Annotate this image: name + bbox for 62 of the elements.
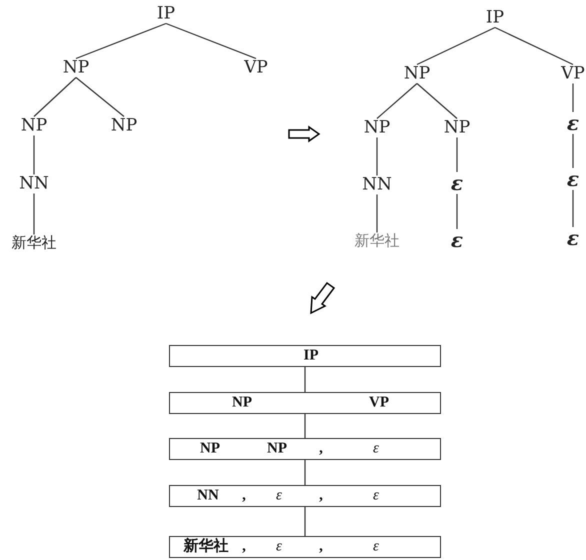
tree-line: [376, 138, 378, 176]
tree-label: IP: [156, 4, 176, 24]
tree-label: NP: [442, 118, 472, 138]
row-box: [169, 438, 441, 460]
row-text: ,: [319, 488, 323, 504]
row-text: ε: [276, 488, 282, 504]
tree-line: [572, 84, 574, 112]
tree-label: ε: [566, 168, 580, 190]
tree-label: 新华社: [354, 232, 400, 250]
row-text: VP: [369, 396, 389, 410]
tree-line: [33, 194, 35, 234]
tree-line: [494, 26, 574, 66]
row-text: NN: [197, 488, 219, 504]
tree-label: NP: [402, 64, 432, 84]
row-text: ,: [319, 540, 323, 554]
tree-line: [304, 414, 306, 438]
tree-line: [304, 507, 306, 536]
row-text: NP: [232, 396, 252, 410]
row-text: 新华社: [184, 540, 228, 554]
tree-label: ε: [566, 112, 580, 134]
tree-label: NN: [361, 176, 393, 194]
tree-line: [456, 138, 458, 172]
tree-label: VP: [560, 64, 586, 84]
tree-line: [304, 460, 306, 485]
tree-line: [416, 26, 496, 66]
row-text: NP: [200, 442, 220, 456]
row-box: [169, 485, 441, 507]
tree-line: [416, 83, 458, 119]
row-text: ,: [242, 488, 246, 504]
tree-line: [572, 134, 574, 168]
tree-label: NP: [110, 116, 138, 136]
tree-label: NP: [62, 58, 90, 78]
row-text: ,: [242, 540, 246, 554]
row-box: [169, 392, 441, 414]
tree-line: [76, 77, 124, 117]
row-text: ε: [373, 442, 379, 456]
row-text: ε: [373, 488, 379, 504]
tree-line: [376, 194, 378, 232]
row-text: NP: [267, 442, 287, 456]
tree-label: ε: [450, 172, 464, 194]
tree-label: NP: [362, 118, 392, 138]
row-text: ε: [276, 540, 282, 554]
tree-line: [34, 77, 76, 117]
tree-label: 新华社: [10, 234, 58, 252]
row-text: ,: [319, 442, 323, 456]
tree-line: [76, 22, 166, 60]
tree-line: [304, 367, 306, 392]
row-box: [169, 536, 441, 558]
tree-label: NP: [20, 116, 48, 136]
tree-line: [456, 194, 458, 229]
tree-label: ε: [566, 227, 580, 249]
row-box: [169, 345, 441, 367]
tree-label: NN: [18, 174, 50, 194]
row-text: IP: [304, 348, 318, 364]
tree-line: [166, 22, 256, 60]
tree-label: VP: [243, 58, 269, 78]
tree-line: [376, 83, 418, 119]
tree-line: [572, 190, 574, 227]
tree-label: ε: [450, 229, 464, 251]
tree-label: IP: [484, 8, 506, 28]
tree-line: [33, 136, 35, 174]
row-text: ε: [373, 540, 379, 554]
